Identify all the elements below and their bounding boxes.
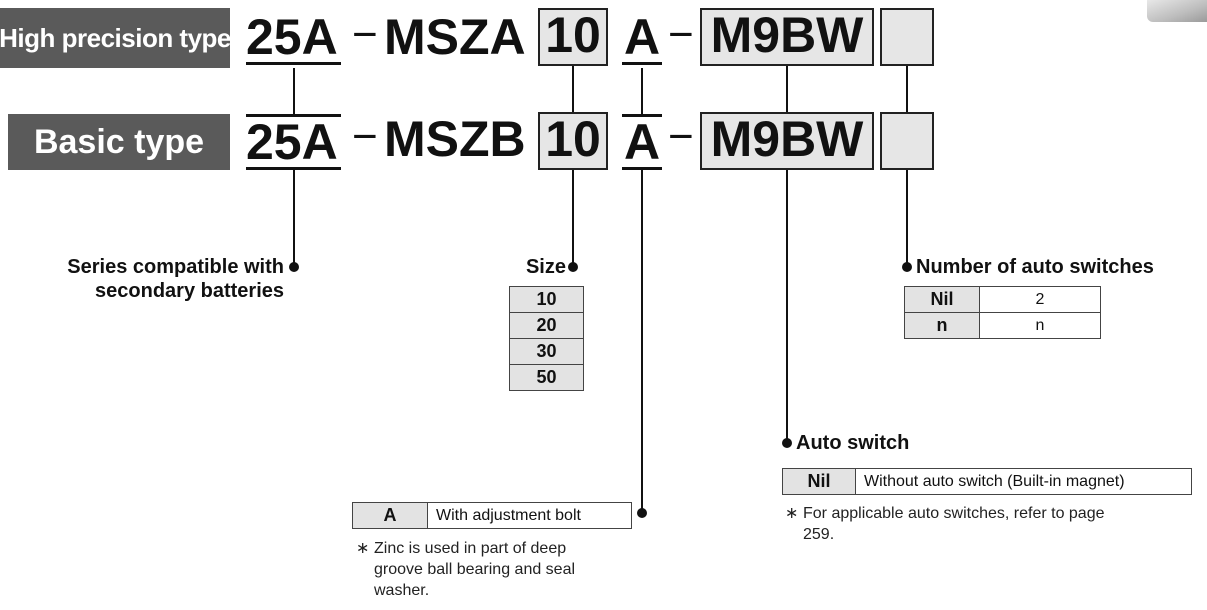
auto-switch-row: Nil Without auto switch (Built-in magnet… <box>782 468 1192 495</box>
code-count-box-basic <box>880 112 934 170</box>
leader-series-dot <box>289 262 299 272</box>
code-dash-basic-2: − <box>668 112 694 161</box>
code-switch-basic: M9BW <box>700 112 874 170</box>
code-size-basic: 10 <box>538 112 608 170</box>
link-count-rows <box>906 66 908 112</box>
size-value: 30 <box>509 338 584 365</box>
leader-option-dot <box>637 508 647 518</box>
size-value: 50 <box>509 364 584 391</box>
size-row: 30 <box>509 338 584 365</box>
leader-size-dot <box>568 262 578 272</box>
count-value: n <box>979 312 1101 339</box>
code-size-hp: 10 <box>538 8 608 66</box>
count-code: Nil <box>904 286 980 313</box>
option-note-line: Zinc is used in part of deep <box>374 540 567 557</box>
size-row: 10 <box>509 286 584 313</box>
link-series-rows <box>293 68 295 114</box>
option-desc: With adjustment bolt <box>427 502 632 529</box>
link-size-rows <box>572 66 574 112</box>
code-series-basic: 25A <box>246 114 341 170</box>
code-series-hp: 25A <box>246 12 341 65</box>
type-label-high-precision: High precision type <box>0 8 231 68</box>
size-row: 20 <box>509 312 584 339</box>
size-table: 10 20 30 50 <box>509 286 584 391</box>
series-heading-line2: secondary batteries <box>95 280 284 302</box>
leader-switch <box>786 170 788 442</box>
count-row: Nil 2 <box>904 286 1101 313</box>
type-label-basic: Basic type <box>8 114 230 170</box>
leader-count <box>906 170 908 266</box>
leader-option <box>641 170 643 512</box>
leader-switch-dot <box>782 438 792 448</box>
link-switch-rows <box>786 66 788 112</box>
option-note-line: groove ball bearing and seal <box>374 561 576 578</box>
series-heading-line1: Series compatible with <box>67 256 284 278</box>
option-note: Zinc is used in part of deep groove ball… <box>374 538 644 601</box>
auto-switch-note: For applicable auto switches, refer to p… <box>803 503 1198 545</box>
code-model-basic: MSZB <box>384 111 526 167</box>
auto-switch-note-line: 259. <box>803 526 835 543</box>
auto-switch-note-mark: ∗ <box>785 505 799 522</box>
count-table: Nil 2 n n <box>904 286 1101 339</box>
auto-switch-code: Nil <box>782 468 856 495</box>
code-option-basic: A <box>622 114 662 170</box>
count-heading: Number of auto switches <box>916 256 1154 278</box>
option-table: A With adjustment bolt <box>352 502 632 529</box>
size-row: 50 <box>509 364 584 391</box>
option-code: A <box>352 502 428 529</box>
code-model-hp: MSZA <box>384 9 526 65</box>
count-value: 2 <box>979 286 1101 313</box>
auto-switch-note-line: For applicable auto switches, refer to p… <box>803 505 1105 522</box>
auto-switch-table: Nil Without auto switch (Built-in magnet… <box>782 468 1192 495</box>
leader-size <box>572 170 574 266</box>
code-dash-hp-2: − <box>668 10 694 59</box>
option-row: A With adjustment bolt <box>352 502 632 529</box>
size-value: 20 <box>509 312 584 339</box>
code-switch-hp: M9BW <box>700 8 874 66</box>
count-code: n <box>904 312 980 339</box>
leader-series <box>293 170 295 266</box>
option-note-line: washer. <box>374 582 430 599</box>
size-heading: Size <box>525 256 566 278</box>
size-value: 10 <box>509 286 584 313</box>
product-thumbnail <box>1147 0 1207 22</box>
code-dash-basic-1: − <box>352 112 378 161</box>
code-count-box-hp <box>880 8 934 66</box>
code-option-hp: A <box>622 9 662 65</box>
leader-count-dot <box>902 262 912 272</box>
auto-switch-desc: Without auto switch (Built-in magnet) <box>855 468 1192 495</box>
count-row: n n <box>904 312 1101 339</box>
code-dash-hp-1: − <box>352 10 378 59</box>
link-option-rows <box>641 68 643 114</box>
option-note-mark: ∗ <box>356 540 370 557</box>
auto-switch-heading: Auto switch <box>796 432 910 454</box>
